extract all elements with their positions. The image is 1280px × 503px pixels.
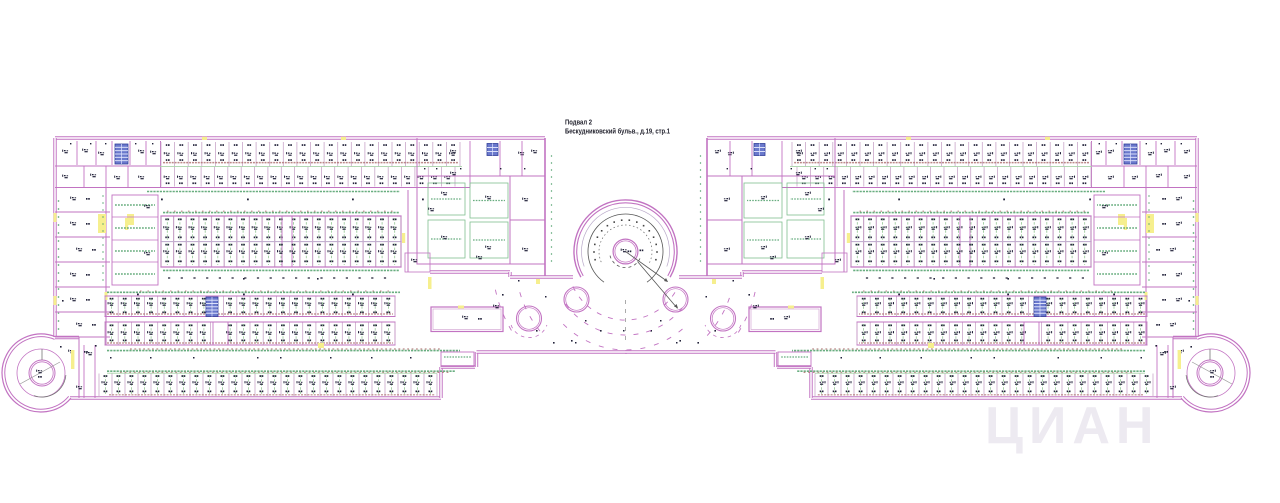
svg-text:ЦИАН: ЦИАН [985,397,1159,455]
svg-text:Бескудниковский бульв., д.19,: Бескудниковский бульв., д.19, стр.1 [565,128,670,136]
svg-text:Подвал 2: Подвал 2 [565,120,592,127]
